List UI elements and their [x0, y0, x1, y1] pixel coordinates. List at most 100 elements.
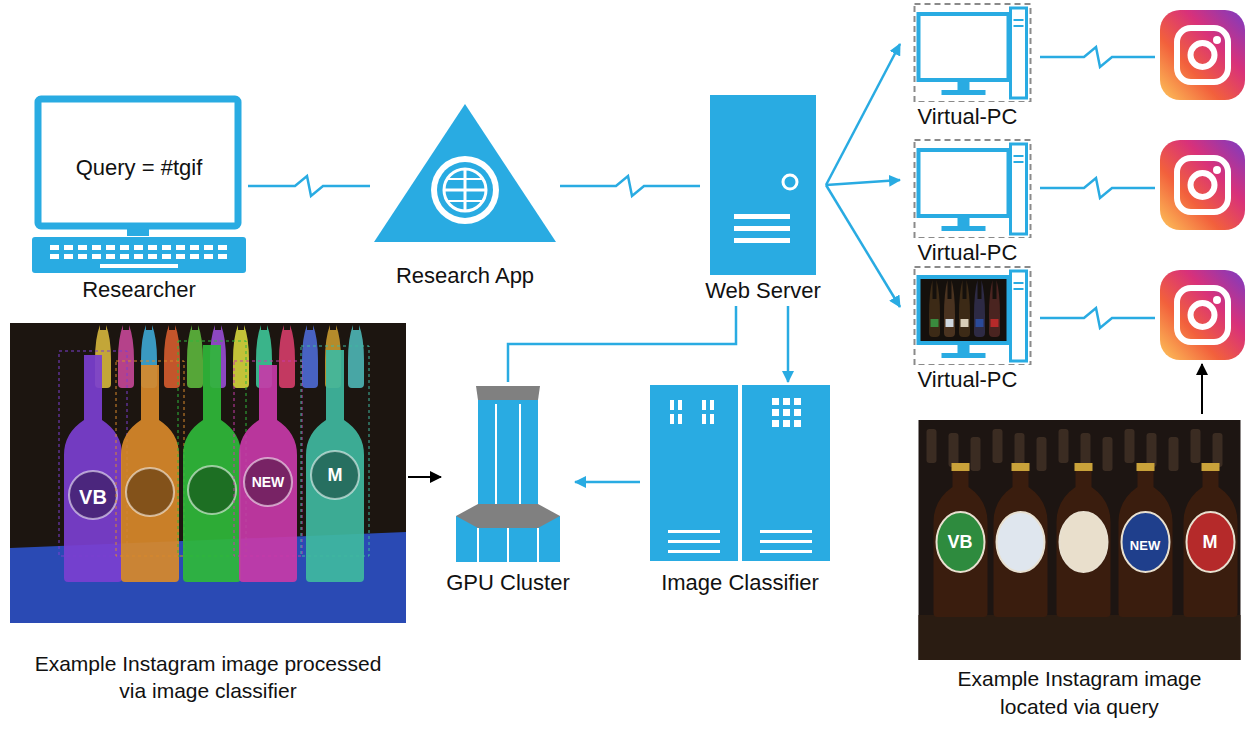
bottle-label-mark	[126, 468, 174, 516]
instagram-camera	[1177, 28, 1228, 82]
laptop-key	[218, 245, 227, 250]
virtual-pc-art	[900, 138, 1035, 238]
pc-tower	[1010, 8, 1026, 98]
laptop-key	[148, 254, 157, 259]
virtual-pc-art	[900, 265, 1035, 365]
shelf-bottle	[1212, 433, 1222, 467]
laptop-key	[78, 254, 87, 259]
virtual-pc: Virtual-PC	[900, 2, 1035, 132]
cabinet-vent	[668, 550, 720, 553]
web-server-art	[702, 92, 824, 277]
pc-foot	[941, 353, 985, 358]
tiny-bottle-label	[930, 319, 938, 327]
pc-tower-line	[1013, 19, 1023, 21]
laptop-key	[204, 245, 213, 250]
laptop-key	[120, 245, 129, 250]
virtual-outline	[914, 4, 1030, 102]
virtual-pc: Virtual-PC	[900, 138, 1035, 268]
laptop-key	[190, 254, 199, 259]
detected-bottle	[348, 325, 364, 388]
detected-bottle	[187, 325, 203, 388]
cabinet-light	[794, 409, 801, 416]
laptop-screen	[38, 99, 238, 226]
laptop-key	[134, 254, 143, 259]
bottle-label: VB	[79, 487, 107, 507]
bottle-cap	[1201, 463, 1219, 471]
instagram-dot	[1213, 36, 1221, 44]
beer-bottle	[1056, 469, 1110, 617]
cabinet-light	[794, 398, 801, 405]
cabinet-light	[772, 398, 779, 405]
cabinet-bar	[702, 400, 706, 410]
image-classifier-art	[640, 382, 840, 562]
node-label: Example Instagram image located via quer…	[935, 665, 1225, 721]
gpu-column	[478, 400, 538, 508]
virtual-pc-art	[900, 2, 1035, 102]
node-label: GPU Cluster	[446, 570, 569, 595]
bottle-cap	[1136, 463, 1154, 471]
instagram-tile	[1160, 140, 1245, 230]
gpu-base-top	[456, 504, 560, 528]
pc-foot	[941, 226, 985, 231]
laptop-hinge	[127, 226, 149, 236]
researcher-laptop: Query = #tgifResearcher	[30, 95, 248, 305]
cabinet-bar	[678, 400, 682, 410]
pc-monitor	[918, 277, 1008, 343]
pc-stand	[957, 80, 969, 90]
instagram-dot	[1213, 296, 1221, 304]
cabinet-light	[794, 420, 801, 427]
bottle-label-mark	[244, 458, 292, 506]
shelf-bottle	[1080, 433, 1090, 467]
cabinet-light	[783, 420, 790, 427]
shelf-bottle	[992, 429, 1002, 463]
tiny-bottle	[989, 280, 1000, 337]
laptop-key	[106, 254, 115, 259]
shelf-bottle	[1014, 433, 1024, 467]
globe-line	[448, 200, 482, 202]
cabinet-bar	[670, 400, 674, 410]
shelf-bottle	[1102, 437, 1112, 471]
instagram-icon	[1160, 140, 1245, 230]
server-power	[783, 175, 797, 189]
network-link	[1040, 308, 1155, 328]
pc-tower-line	[1013, 155, 1023, 157]
globe-ring	[444, 169, 486, 211]
laptop-key	[218, 254, 227, 259]
detected-bottle	[183, 345, 241, 582]
connector	[575, 481, 640, 484]
bottle-cap	[1074, 463, 1092, 471]
shelf-bottle	[1146, 433, 1156, 467]
pc-foot	[941, 90, 985, 95]
example-image-panel: Example Instagram image located via quer…	[912, 417, 1247, 723]
bottle-label-mark	[1186, 512, 1234, 572]
photo-background	[10, 323, 406, 623]
example-image-panel-art	[8, 320, 408, 626]
shelf-bottle	[1124, 429, 1134, 463]
shelf-bottle	[1190, 429, 1200, 463]
globe	[437, 162, 493, 218]
connector	[826, 185, 900, 307]
cabinet-vent	[668, 530, 720, 533]
connector	[826, 44, 900, 185]
detected-bottle	[279, 325, 295, 388]
connector	[248, 176, 370, 196]
laptop-key	[64, 245, 73, 250]
cabinet-bar	[710, 414, 714, 424]
laptop-key	[176, 254, 185, 259]
pc-tower	[1010, 271, 1026, 361]
cabinet-light	[772, 420, 779, 427]
instagram-tile	[1160, 10, 1245, 100]
instagram-lens	[1191, 173, 1215, 197]
bottle-label: NEW	[252, 475, 285, 489]
research-app-triangle	[374, 104, 556, 242]
cabinet-bar	[710, 400, 714, 410]
connector	[508, 306, 736, 382]
pc-tower-line	[1013, 161, 1023, 163]
shelf-bottle	[926, 429, 936, 463]
example-image-panel: Example Instagram image processed via im…	[8, 320, 408, 712]
bottle-label: VB	[947, 533, 972, 551]
bottle-cap	[1011, 463, 1029, 471]
node-label: Example Instagram image processed via im…	[33, 650, 383, 704]
bottle-label: NEW	[1130, 539, 1160, 552]
laptop-key	[106, 245, 115, 250]
